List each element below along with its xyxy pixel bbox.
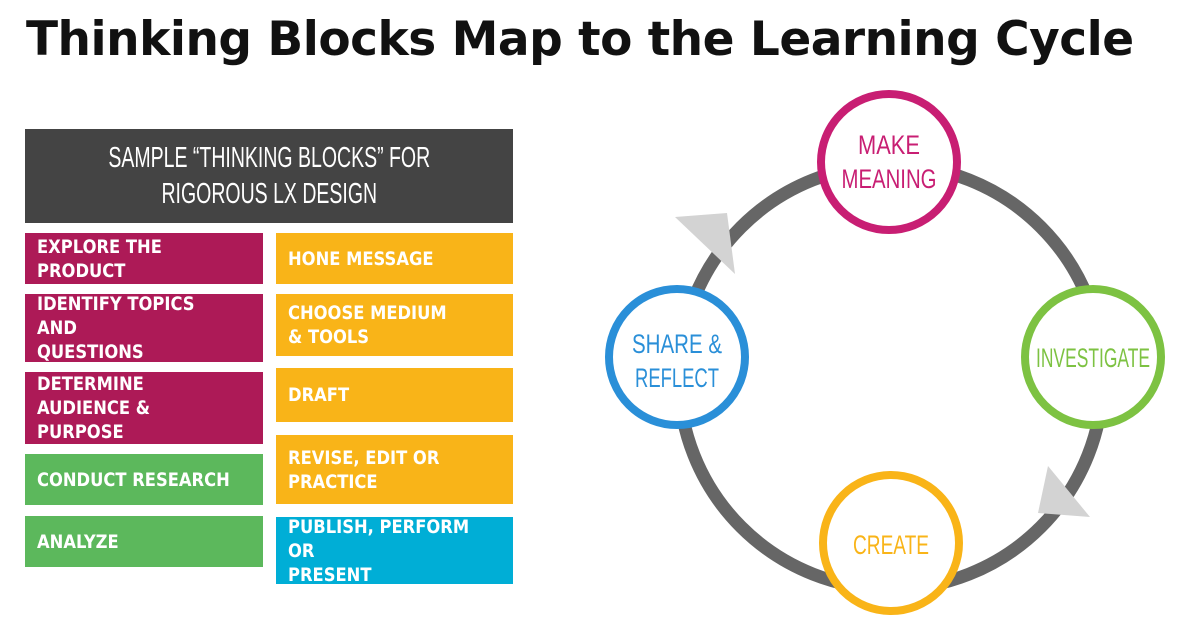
block-label: PUBLISH, PERFORM OR PRESENT [288,515,470,586]
block-label: DRAFT [288,384,350,406]
node-create-label: CREATE [853,530,929,560]
block-determine-audience: DETERMINE AUDIENCE & PURPOSE [25,372,263,444]
block-revise-edit: REVISE, EDIT OR PRACTICE [276,435,513,504]
node-investigate-label: INVESTIGATE [1036,343,1150,373]
block-label: CHOOSE MEDIUM & TOOLS [288,302,447,348]
block-label: ANALYZE [37,530,119,553]
block-label: CONDUCT RESEARCH [37,468,230,491]
thinking-blocks-header-line1: SAMPLE “THINKING BLOCKS” FOR [108,142,430,174]
block-conduct-research: CONDUCT RESEARCH [25,454,263,505]
block-hone-message: HONE MESSAGE [276,233,513,284]
node-make-meaning: MAKE MEANING [817,90,961,234]
thinking-blocks-header-line2: RIGOROUS LX DESIGN [161,178,377,210]
block-choose-medium: CHOOSE MEDIUM & TOOLS [276,294,513,356]
thinking-blocks-header: SAMPLE “THINKING BLOCKS” FOR RIGOROUS LX… [25,129,513,223]
cycle-arrow-bottom-right-icon [1038,466,1090,517]
page-title: Thinking Blocks Map to the Learning Cycl… [26,12,1134,67]
node-make-meaning-line2: MEANING [842,164,937,194]
block-label: HONE MESSAGE [288,247,434,270]
node-investigate: INVESTIGATE [1021,285,1165,429]
cycle-arrow-top-left-icon [675,213,735,274]
block-label: REVISE, EDIT OR PRACTICE [288,446,440,493]
block-label: IDENTIFY TOPICS AND QUESTIONS [37,293,195,363]
node-share-reflect-line2: REFLECT [635,363,719,393]
block-explore-the-product: EXPLORE THE PRODUCT [25,233,263,284]
block-publish-perform: PUBLISH, PERFORM OR PRESENT [276,515,513,586]
block-draft: DRAFT [276,368,513,422]
node-make-meaning-line1: MAKE [858,130,920,160]
block-analyze: ANALYZE [25,516,263,567]
block-label: EXPLORE THE PRODUCT [37,235,162,282]
block-identify-topics: IDENTIFY TOPICS AND QUESTIONS [25,293,263,363]
node-share-reflect-line1: SHARE & [632,329,722,359]
node-create: CREATE [819,471,963,615]
node-share-reflect: SHARE & REFLECT [605,285,749,429]
block-label: DETERMINE AUDIENCE & PURPOSE [37,373,150,443]
